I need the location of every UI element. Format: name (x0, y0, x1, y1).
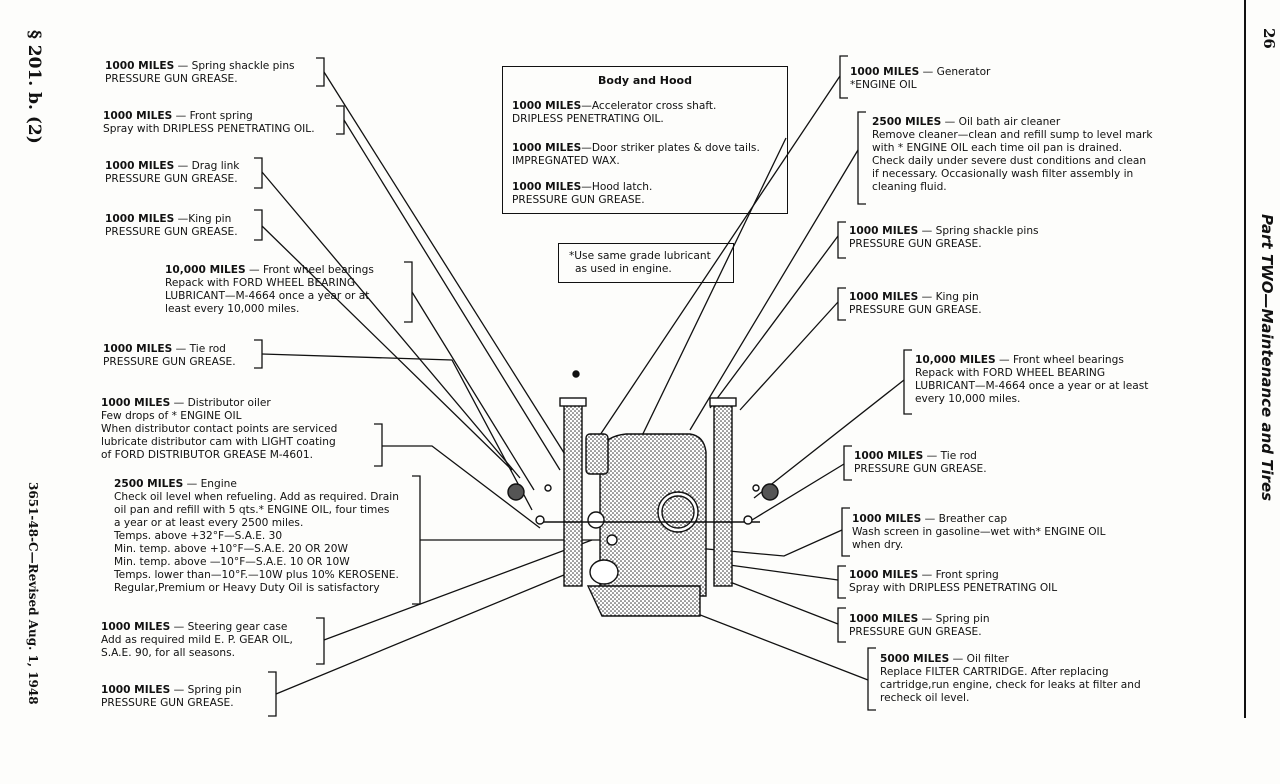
leader-line (323, 539, 593, 641)
bracket (254, 339, 263, 369)
bracket (867, 647, 876, 711)
leader-line (597, 75, 841, 439)
left-label-distributor: 1000 MILES — Distributor oiler Few drops… (101, 397, 338, 461)
bracket (837, 607, 846, 643)
leader-line (739, 301, 839, 411)
right-label-wheel-bearings: 10,000 MILES — Front wheel bearings Repa… (915, 354, 1149, 405)
note-text: *Use same grade lubricant as used in eng… (569, 250, 711, 275)
body-hood-item: 1000 MILES—Accelerator cross shaft. DRIP… (512, 100, 717, 125)
leader-line (261, 353, 533, 511)
bracket (857, 111, 866, 205)
leader-line (721, 563, 839, 581)
leader-line (261, 171, 521, 479)
leader-line (261, 225, 513, 471)
generator (585, 433, 609, 475)
bracket (254, 157, 263, 189)
right-label-oil-filter: 5000 MILES — Oil filter Replace FILTER C… (880, 653, 1141, 704)
bracket (374, 423, 383, 467)
engine-oil-note: *Use same grade lubricant as used in eng… (558, 243, 734, 283)
bracket (843, 445, 852, 481)
bracket (837, 221, 846, 259)
bracket (412, 475, 421, 605)
bracket (837, 565, 846, 599)
bracket (268, 671, 277, 717)
left-steering-knuckle (507, 483, 525, 501)
leader-line (323, 71, 567, 457)
leader-line (411, 291, 535, 491)
right-label-breather-cap: 1000 MILES — Breather cap Wash screen in… (852, 513, 1106, 551)
leader-line (753, 379, 905, 499)
bracket (841, 507, 850, 557)
body-hood-item: 1000 MILES—Hood latch. PRESSURE GUN GREA… (512, 181, 653, 206)
left-label-engine: 2500 MILES — Engine Check oil level when… (114, 478, 399, 594)
bracket (837, 287, 846, 321)
bracket (839, 55, 848, 99)
body-hood-box: Body and Hood 1000 MILES—Accelerator cro… (502, 66, 788, 214)
distributor (587, 511, 605, 529)
bracket (316, 617, 325, 665)
left-label-steering-gear: 1000 MILES — Steering gear case Add as r… (101, 621, 293, 659)
right-label-generator: 1000 MILES — Generator*ENGINE OIL (850, 66, 991, 91)
leader-line (709, 235, 839, 409)
leader-line (751, 463, 845, 521)
right-frame-rail (713, 401, 733, 587)
right-steering-knuckle (761, 483, 779, 501)
leader-line (343, 119, 561, 471)
body-hood-item: 1000 MILES—Door striker plates & dove ta… (512, 142, 760, 167)
right-margin-rule (1244, 0, 1246, 718)
body-hood-title: Body and Hood (598, 74, 692, 87)
bracket (404, 261, 413, 323)
left-label-wheel-bearings: 10,000 MILES — Front wheel bearings Repa… (165, 264, 374, 315)
leader-line (382, 445, 541, 529)
bracket (254, 209, 263, 241)
leader-line (689, 149, 859, 431)
leader-line (729, 581, 839, 625)
leader-line (275, 569, 577, 695)
left-frame-rail (563, 401, 583, 587)
engine-chassis-drawing (507, 370, 779, 617)
right-label-air-cleaner: 2500 MILES — Oil bath air cleaner Remove… (872, 116, 1153, 193)
bracket (336, 105, 345, 135)
oil-pan (586, 585, 701, 617)
bracket (316, 57, 325, 87)
oil-filter-housing (589, 559, 619, 585)
bracket (903, 349, 912, 415)
